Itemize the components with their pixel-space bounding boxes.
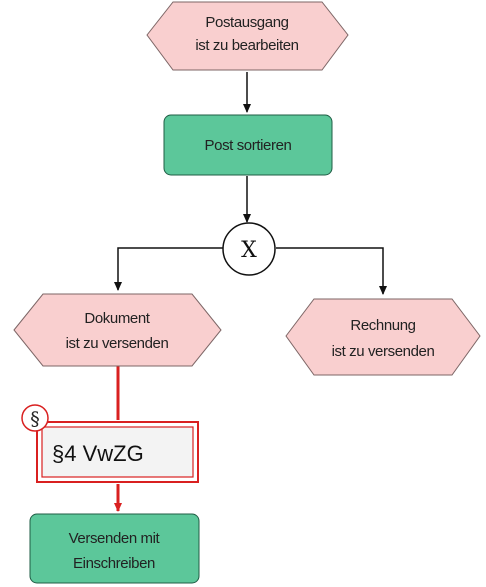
event-dokument-versenden[interactable]: Dokument ist zu versenden [13, 293, 222, 367]
function-post-sortieren[interactable]: Post sortieren [163, 114, 333, 176]
event-dokument-line2: ist zu versenden [66, 335, 169, 352]
function-versenden-line2: Einschreiben [73, 555, 155, 572]
xor-connector[interactable]: X [222, 222, 276, 276]
function-versenden-einschreiben[interactable]: Versenden mit Einschreiben [29, 513, 200, 584]
event-postausgang[interactable]: Postausgang ist zu bearbeiten [146, 1, 349, 71]
event-postausgang-line1: Postausgang [205, 14, 288, 31]
event-rechnung-versenden[interactable]: Rechnung ist zu versenden [285, 298, 481, 376]
function-versenden-line1: Versenden mit [69, 530, 161, 547]
function-post-sortieren-label: Post sortieren [205, 137, 292, 154]
regulation-box[interactable]: §4 VwZG [36, 421, 199, 483]
paragraph-symbol: § [30, 408, 40, 430]
event-rechnung-line1: Rechnung [350, 317, 415, 334]
event-rechnung-line2: ist zu versenden [332, 343, 435, 360]
flow-xor-to-invoice [276, 247, 387, 295]
event-dokument-line1: Dokument [84, 310, 150, 327]
flow-xor-to-document [114, 247, 223, 291]
event-postausgang-line2: ist zu bearbeiten [195, 37, 298, 54]
paragraph-icon: § [21, 404, 49, 432]
xor-symbol: X [241, 238, 257, 263]
regulation-label: §4 VwZG [52, 441, 144, 466]
